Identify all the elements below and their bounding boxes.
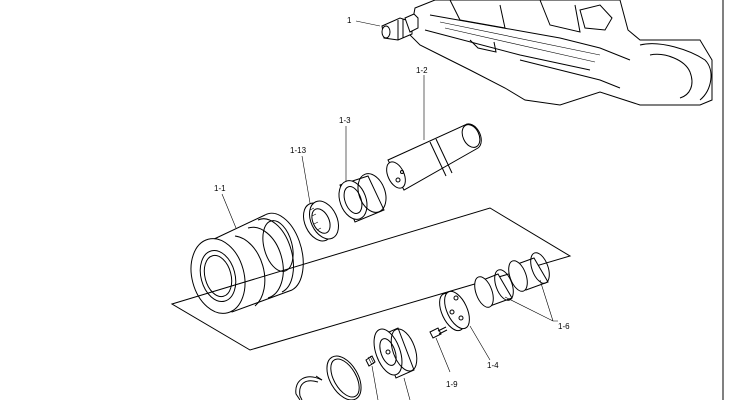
leader-1-13	[301, 155, 311, 204]
callout-1-13: 1-13	[290, 146, 307, 155]
part-1-13-seal-ring	[302, 200, 340, 242]
leader-hub	[403, 377, 411, 400]
part-1-6-bushings	[474, 252, 550, 308]
callout-1-4: 1-4	[487, 361, 499, 370]
leader-1-9	[435, 337, 451, 373]
callout-1-6: 1-6	[558, 322, 570, 331]
callout-1: 1	[347, 16, 352, 25]
callout-1-3: 1-3	[339, 116, 351, 125]
part-1-9-bolt	[429, 326, 448, 339]
exploded-group-outline	[170, 207, 572, 351]
part-snap-ring	[295, 375, 323, 400]
part-1-1-roller-body	[190, 212, 304, 314]
leader-1-1	[221, 193, 237, 229]
part-hub	[373, 327, 418, 379]
part-1-4-plate	[439, 290, 470, 332]
leader-1-6	[504, 279, 558, 322]
track-frame	[409, 0, 713, 106]
part-1-grease-fitting	[381, 13, 419, 41]
callout-1-9: 1-9	[446, 380, 458, 389]
leader-1	[355, 20, 381, 27]
leader-pin	[371, 365, 379, 400]
callout-1-1: 1-1	[214, 184, 226, 193]
part-1-3-bushing	[338, 173, 387, 223]
part-pin	[365, 355, 376, 367]
callout-1-2: 1-2	[416, 66, 428, 75]
leader-1-4	[469, 325, 491, 361]
part-o-ring	[326, 355, 362, 400]
part-1-2-shaft	[386, 123, 482, 191]
